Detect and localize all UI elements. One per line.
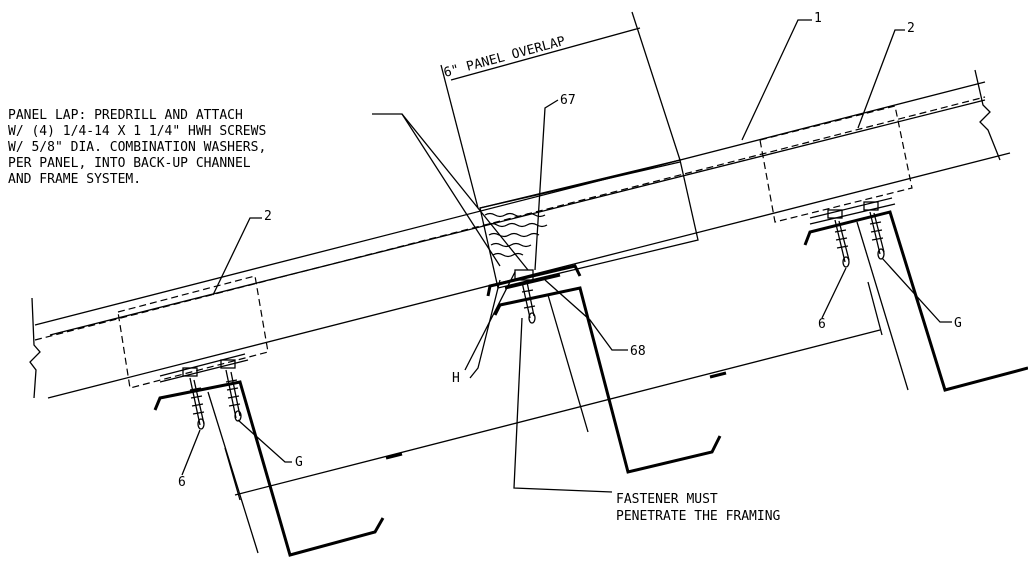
panel-top-edge: [34, 81, 986, 326]
frame-spacing-line: [234, 329, 881, 496]
panel-lap-note-line-5: AND FRAME SYSTEM.: [8, 172, 141, 187]
panel-overlap-label: 6" PANEL OVERLAP: [442, 34, 567, 81]
leader-h-2: [464, 271, 516, 371]
overlap-top-strip: [479, 161, 681, 209]
leader-2-left: [212, 217, 262, 296]
ref-h-label: H: [452, 371, 460, 386]
overlap-dimension: 6" PANEL OVERLAP: [440, 11, 681, 209]
overlap-dimension-line: [450, 27, 641, 81]
break-line-left: [29, 297, 41, 399]
leader-68: [544, 279, 628, 351]
channel-washer: [504, 273, 561, 290]
panel-lap-note-line-2: W/ (4) 1/4-14 X 1 1/4" HWH SCREWS: [8, 124, 266, 139]
ref-68-label: 68: [630, 344, 646, 359]
ref-6-left-label: 6: [178, 475, 186, 490]
right-screw-tip-1: [842, 256, 850, 268]
sealant-line-5: [492, 252, 524, 258]
panel-lap-note-line-4: PER PANEL, INTO BACK-UP CHANNEL: [8, 156, 251, 171]
left-clip-block: [117, 275, 269, 389]
leader-fastener: [513, 317, 613, 493]
panel-inner-line: [49, 99, 986, 336]
right-screws: [834, 211, 885, 268]
leader-h: [469, 279, 501, 379]
left-frame-flange: [207, 391, 259, 554]
left-screw-2: [225, 369, 241, 419]
left-z-frame: [153, 380, 385, 557]
left-clip-base: [159, 353, 246, 377]
leader-6-left: [181, 429, 201, 476]
ref-67-label: 67: [560, 93, 576, 108]
center-frame-flange: [547, 294, 589, 433]
right-screw-head-2: [863, 201, 879, 211]
frame-spacing-ext-left: [224, 447, 241, 501]
ref-6-right-label: 6: [818, 317, 826, 332]
sealant-line-1: [484, 212, 546, 218]
panel-dashed-line: [34, 96, 986, 341]
right-screw-2: [869, 211, 885, 255]
center-screw-head: [514, 269, 534, 281]
overlap-extension-left: [440, 64, 479, 209]
ref-2-right-label: 2: [907, 21, 915, 36]
right-clip-block: [759, 105, 913, 225]
dim-break-mark-1: [385, 452, 403, 460]
left-screw-head-1: [182, 367, 198, 377]
sealant-line-4: [490, 242, 532, 248]
dim-break-mark-2: [709, 371, 727, 379]
leader-2-right: [857, 29, 905, 129]
right-clip-base-2: [809, 203, 896, 225]
left-clip-base-2: [159, 359, 249, 383]
center-frame: [493, 286, 722, 474]
right-frame-flange: [856, 221, 909, 391]
leader-1: [741, 19, 812, 141]
fastener-note: FASTENER MUST PENETRATE THE FRAMING: [616, 492, 781, 524]
fastener-note-line-2: PENETRATE THE FRAMING: [616, 509, 781, 524]
panel-lap-note: PANEL LAP: PREDRILL AND ATTACH W/ (4) 1/…: [8, 108, 266, 187]
ref-1-label: 1: [814, 11, 822, 26]
sealant-line-3: [488, 232, 540, 238]
center-overlap: [479, 159, 699, 324]
panel-lap-note-line-3: W/ 5/8" DIA. COMBINATION WASHERS,: [8, 140, 266, 155]
panel-lap-note-line-1: PANEL LAP: PREDRILL AND ATTACH: [8, 108, 243, 123]
leaders: [181, 19, 952, 493]
leader-67: [534, 99, 559, 271]
left-clip-outline: [117, 275, 269, 389]
break-line-right: [974, 69, 1001, 161]
fastener-note-line-1: FASTENER MUST: [616, 492, 718, 507]
overlap-extension-right: [631, 11, 681, 161]
left-screw-1: [189, 377, 205, 426]
overlap-zone: [479, 159, 699, 289]
left-screw-tip-1: [197, 418, 205, 430]
left-screws: [189, 369, 242, 430]
left-screw-tip-2: [234, 410, 242, 422]
ref-2-left-label: 2: [264, 209, 272, 224]
leader-6-right: [821, 267, 847, 319]
ref-g-right-label: G: [954, 316, 962, 331]
leader-g-left: [237, 419, 292, 463]
right-screw-head-1: [827, 209, 843, 219]
sealant-line-2: [486, 222, 548, 228]
leader-panel-lap-2: [401, 113, 501, 267]
leader-g-right: [881, 257, 952, 323]
right-clip-outline: [759, 105, 913, 223]
ref-g-left-label: G: [295, 455, 303, 470]
frame-spacing-dimension: [224, 281, 883, 501]
right-screw-1: [834, 219, 850, 263]
frame-spacing-ext-right: [867, 281, 883, 336]
right-screw-tip-2: [877, 248, 885, 260]
center-screw-tip: [528, 312, 536, 324]
right-z-frame: [803, 210, 1028, 392]
left-screw-head-2: [220, 359, 236, 369]
right-clip-base: [809, 197, 893, 219]
